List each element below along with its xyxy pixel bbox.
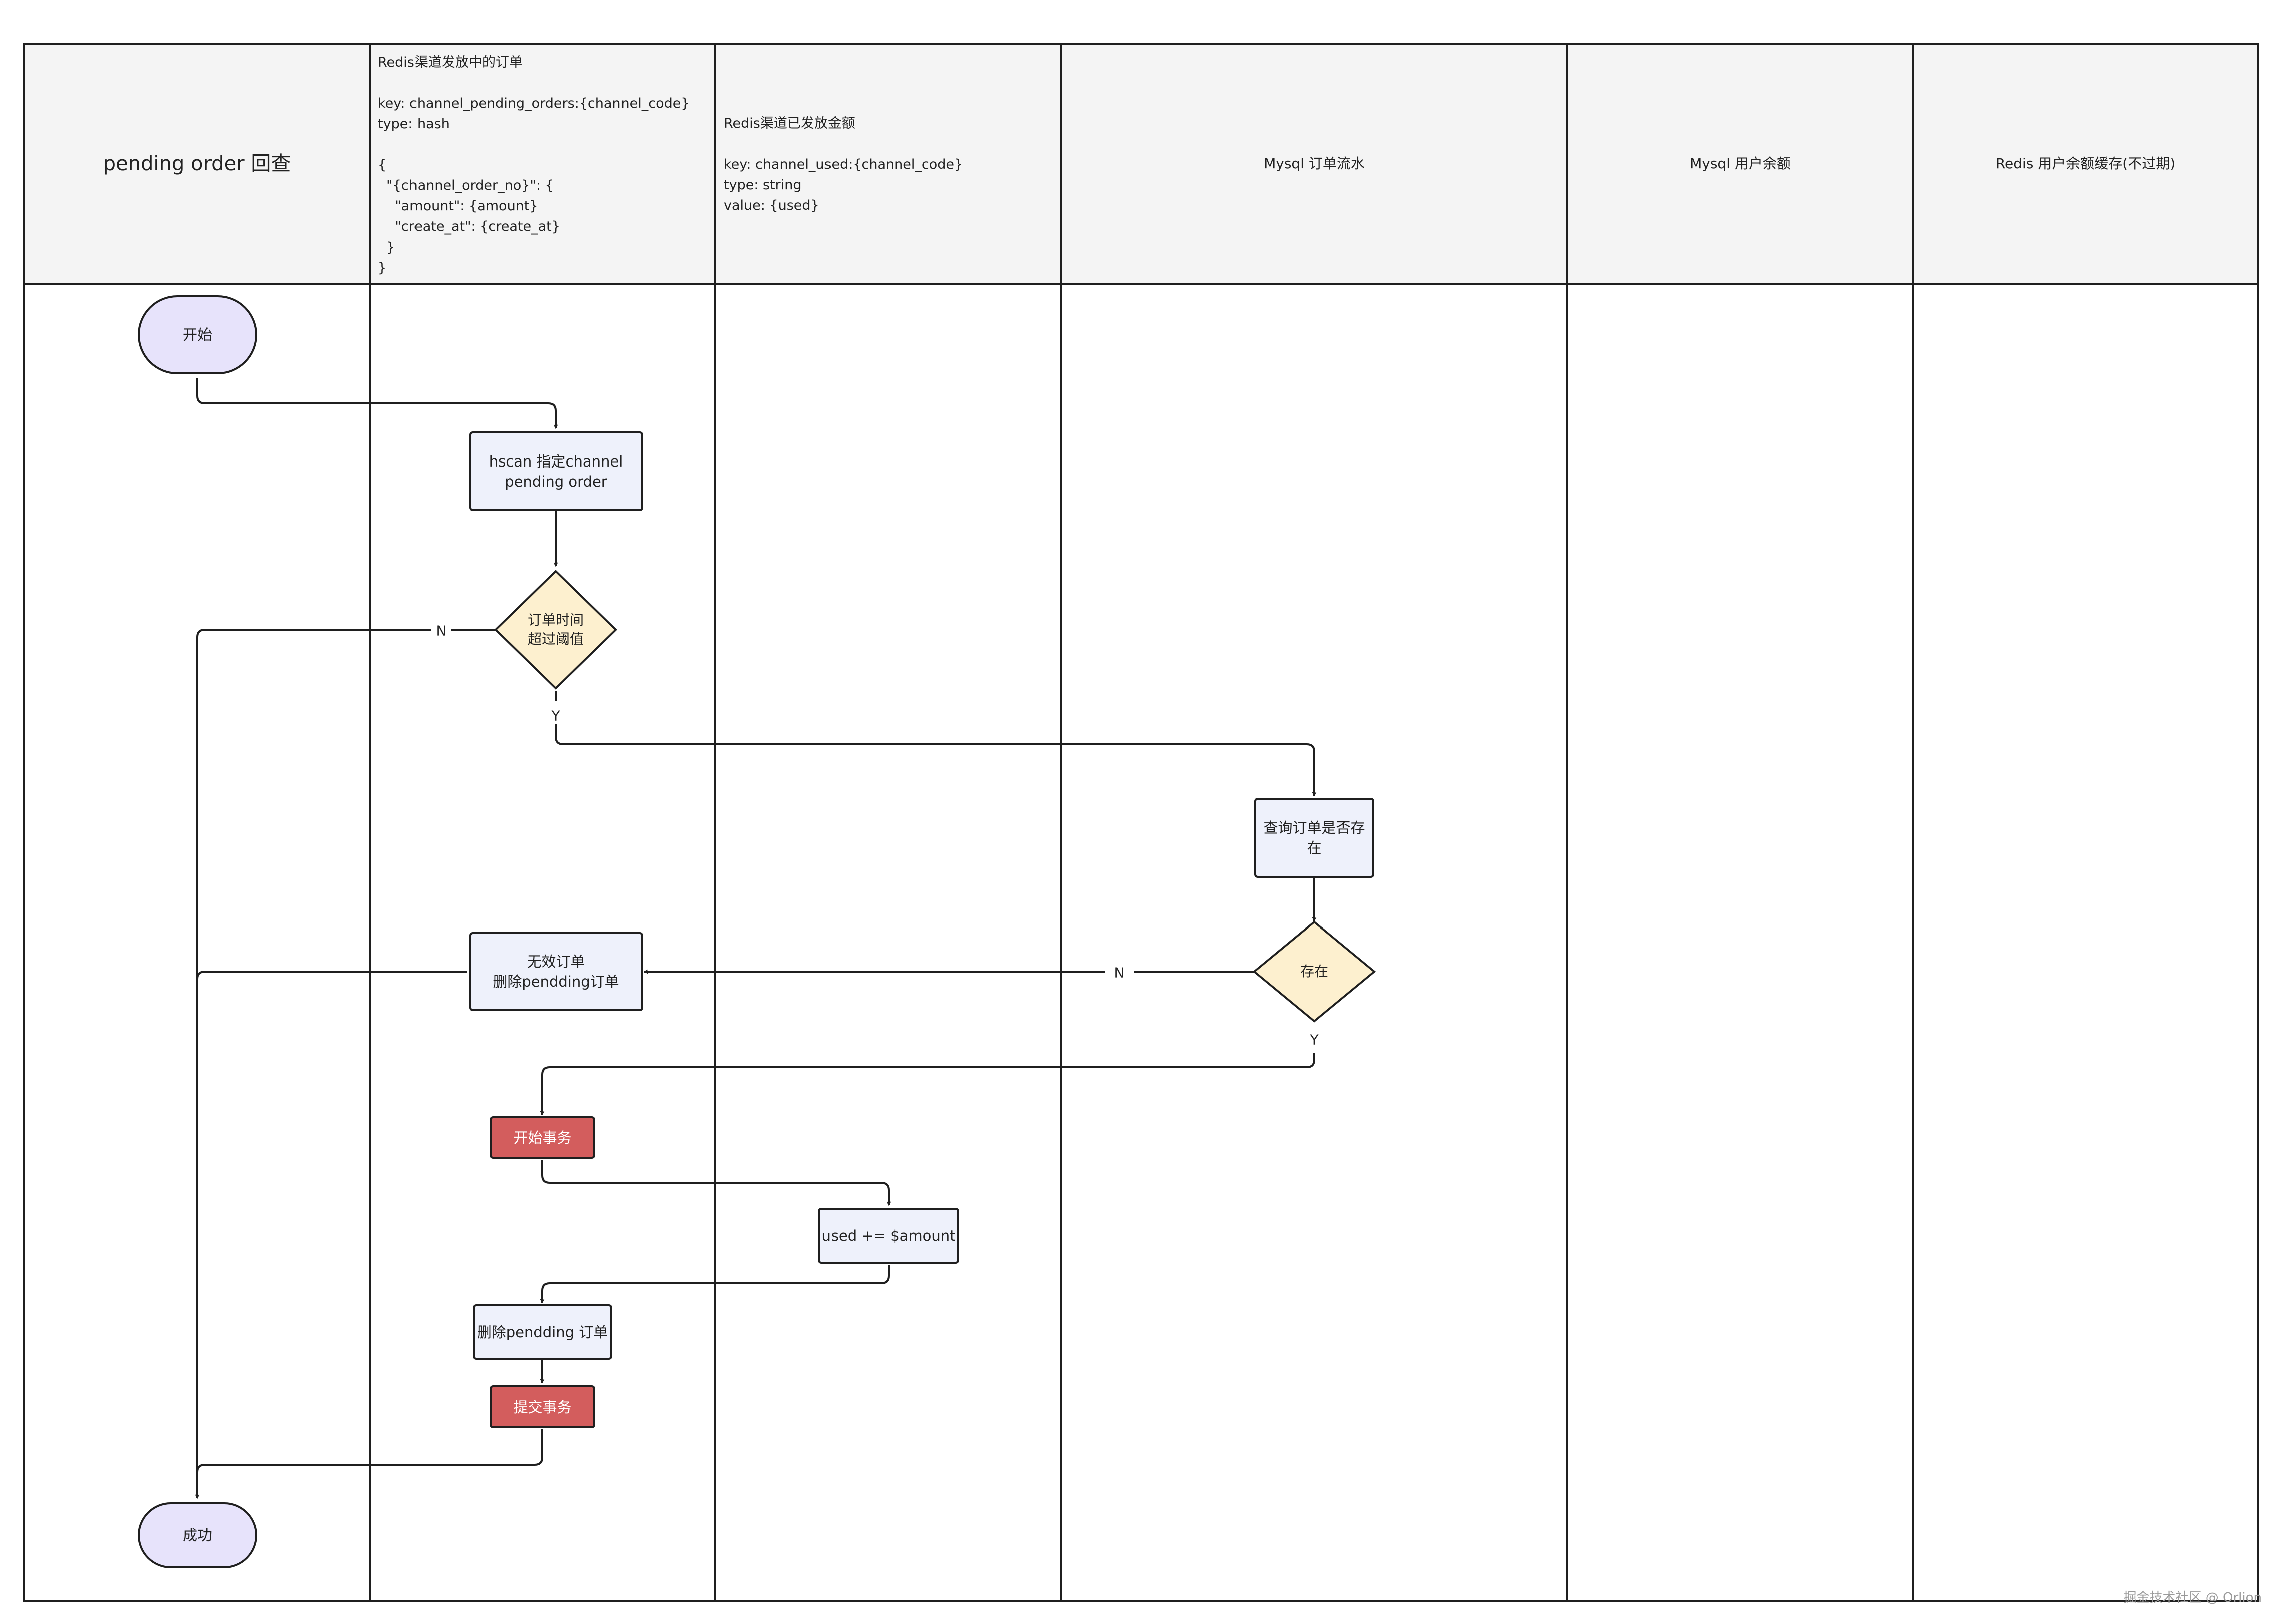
edge-used-to-delete xyxy=(542,1265,890,1303)
start-node: 开始 xyxy=(138,295,257,374)
used-increment-process: used += $amount xyxy=(818,1208,959,1264)
edge-begin-tx-to-used xyxy=(541,1160,889,1205)
query-order-process: 查询订单是否存 在 xyxy=(1254,798,1374,878)
lane-title-pending-check: pending order 回查 xyxy=(103,152,291,175)
hscan-process: hscan 指定channel pending order xyxy=(469,431,643,511)
edge-commit-to-success xyxy=(196,1429,543,1473)
decision-timeout xyxy=(494,570,617,690)
success-node: 成功 xyxy=(138,1502,257,1568)
edge-label-exists-no: N xyxy=(1110,964,1129,981)
lane-header-row xyxy=(24,44,2258,284)
edge-label-timeout-yes: Y xyxy=(547,707,564,724)
edge-invalid-to-success xyxy=(196,971,467,980)
lane-info-redis-pending-orders: Redis渠道发放中的订单 key: channel_pending_order… xyxy=(378,55,690,276)
edge-timeout-no-to-success xyxy=(197,629,495,1498)
lane-info-redis-used-amount: Redis渠道已发放金额 key: channel_used:{channel_… xyxy=(724,116,963,213)
lane-title-mysql-order-log: Mysql 订单流水 xyxy=(1264,155,1365,172)
edge-start-to-hscan xyxy=(196,378,556,428)
edge-label-exists-yes: Y xyxy=(1306,1031,1323,1048)
delete-pending-process: 删除pendding 订单 xyxy=(473,1304,612,1360)
commit-transaction-node: 提交事务 xyxy=(490,1385,595,1428)
decision-exists xyxy=(1252,920,1376,1023)
edge-exists-yes-to-begin-tx xyxy=(542,1053,1315,1115)
begin-transaction-node: 开始事务 xyxy=(490,1116,595,1159)
decision-exists-label: 存在 xyxy=(1300,963,1328,980)
swimlane-grid xyxy=(23,43,2259,1602)
edge-label-timeout-no: N xyxy=(432,622,451,639)
invalid-order-process: 无效订单 删除pendding订单 xyxy=(469,932,643,1011)
lane-title-redis-balance-cache: Redis 用户余额缓存(不过期) xyxy=(1995,155,2176,172)
edge-timeout-yes-to-query xyxy=(555,691,1314,796)
watermark-text: 掘金技术社区 @ Orlion xyxy=(2123,1590,2262,1605)
lane-title-mysql-user-balance: Mysql 用户余额 xyxy=(1690,155,1791,172)
decision-timeout-label: 订单时间 超过阈值 xyxy=(527,612,584,647)
